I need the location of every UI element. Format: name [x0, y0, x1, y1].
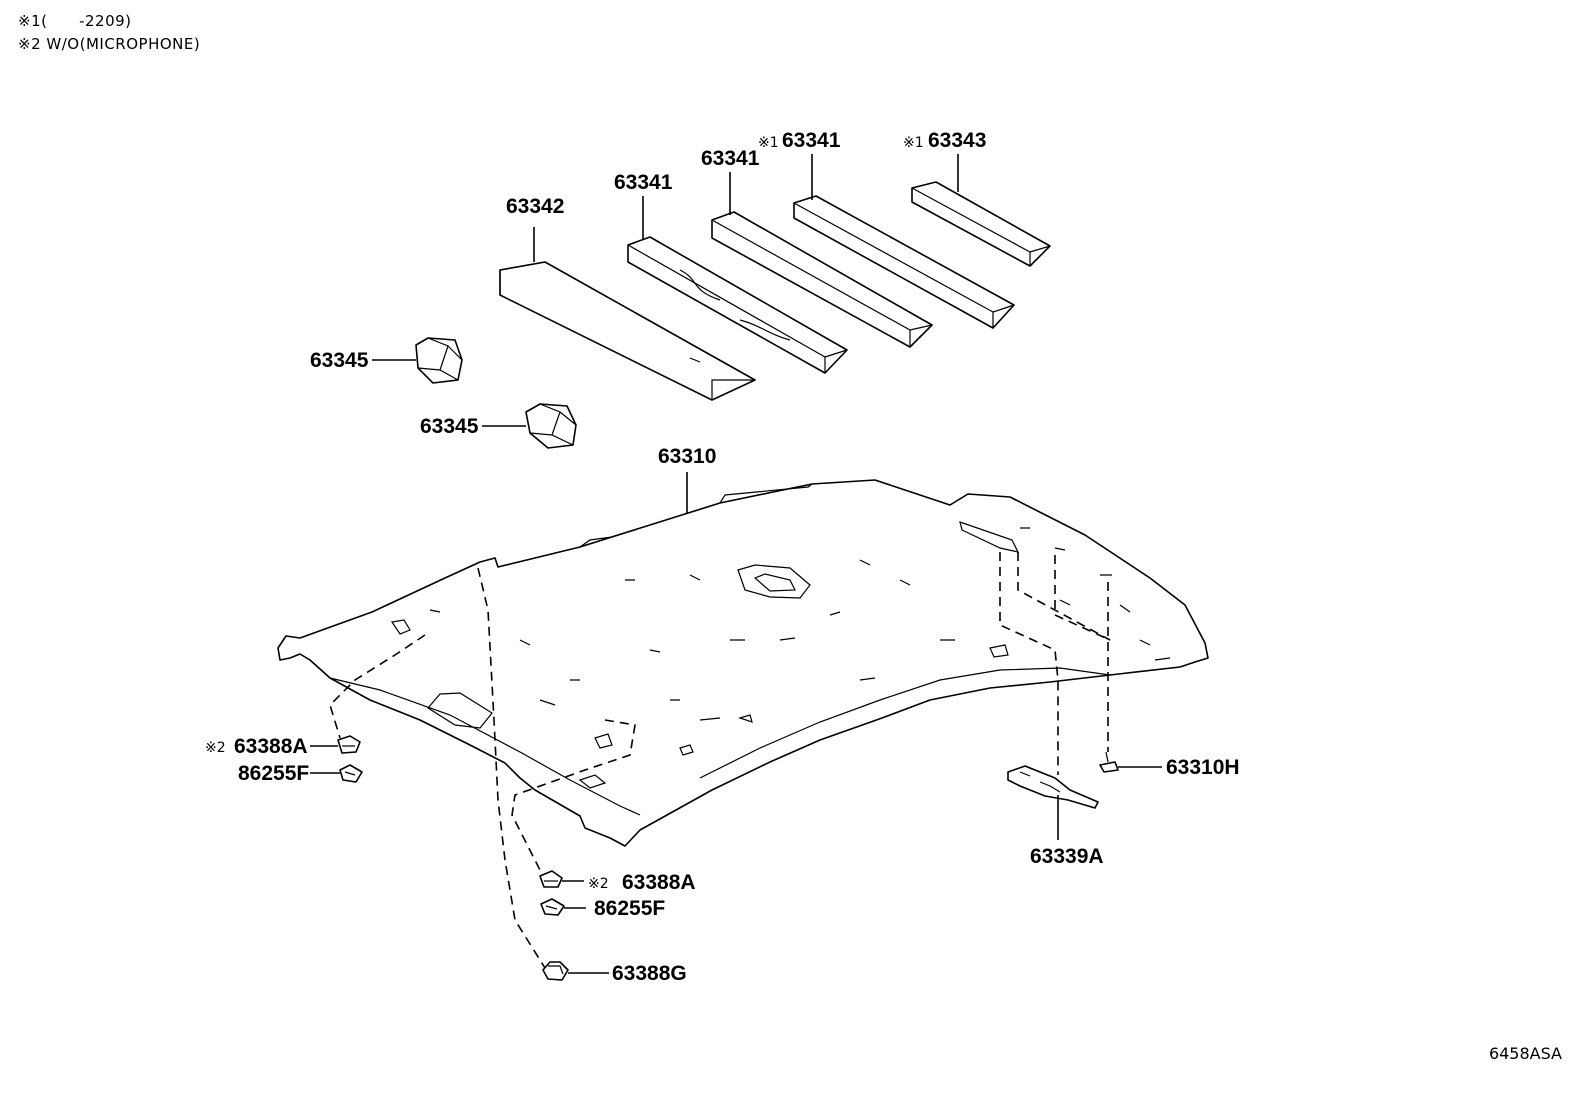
- clip-63388G[interactable]: [542, 961, 569, 981]
- bracket-63339A[interactable]: [1007, 765, 1099, 809]
- marker-63341-c: ※1: [758, 135, 779, 151]
- block-63345-b[interactable]: [525, 403, 577, 449]
- marker-63388A-left: ※2: [205, 740, 226, 756]
- label-63310: 63310: [658, 445, 716, 468]
- label-63310H: 63310H: [1166, 756, 1240, 779]
- label-63345-b: 63345: [420, 415, 479, 438]
- label-86255F-bottom: 86255F: [594, 897, 665, 920]
- label-63388G: 63388G: [612, 962, 687, 985]
- label-63388A-left: 63388A: [234, 735, 308, 758]
- clip-86255F-bottom[interactable]: [540, 898, 565, 916]
- pad-63343[interactable]: [911, 181, 1051, 267]
- label-63342: 63342: [506, 195, 564, 218]
- label-63345-a: 63345: [310, 349, 369, 372]
- pad-63342[interactable]: [499, 261, 756, 401]
- label-63339A: 63339A: [1030, 845, 1104, 868]
- note-2: ※2 W/O(MICROPHONE): [18, 35, 201, 53]
- diagram-code: 6458ASA: [1488, 1044, 1562, 1063]
- clip-63310H[interactable]: [1099, 751, 1119, 773]
- label-86255F-left: 86255F: [238, 762, 309, 785]
- label-63343: 63343: [928, 129, 986, 152]
- marker-63343: ※1: [903, 135, 924, 151]
- clip-63388A-left[interactable]: [337, 735, 361, 754]
- label-63341-a: 63341: [614, 171, 673, 194]
- pad-63341-1[interactable]: [627, 236, 848, 374]
- clip-63388A-bottom[interactable]: [539, 870, 563, 888]
- block-63345-a[interactable]: [415, 337, 463, 384]
- clip-86255F-left[interactable]: [339, 764, 363, 783]
- label-63388A-bottom: 63388A: [622, 871, 696, 894]
- label-63341-b: 63341: [701, 147, 760, 170]
- label-63341-c: 63341: [782, 129, 841, 152]
- headliner-63310[interactable]: [277, 479, 1209, 847]
- note-1: ※1( -2209): [18, 12, 132, 30]
- marker-63388A-bottom: ※2: [588, 876, 609, 892]
